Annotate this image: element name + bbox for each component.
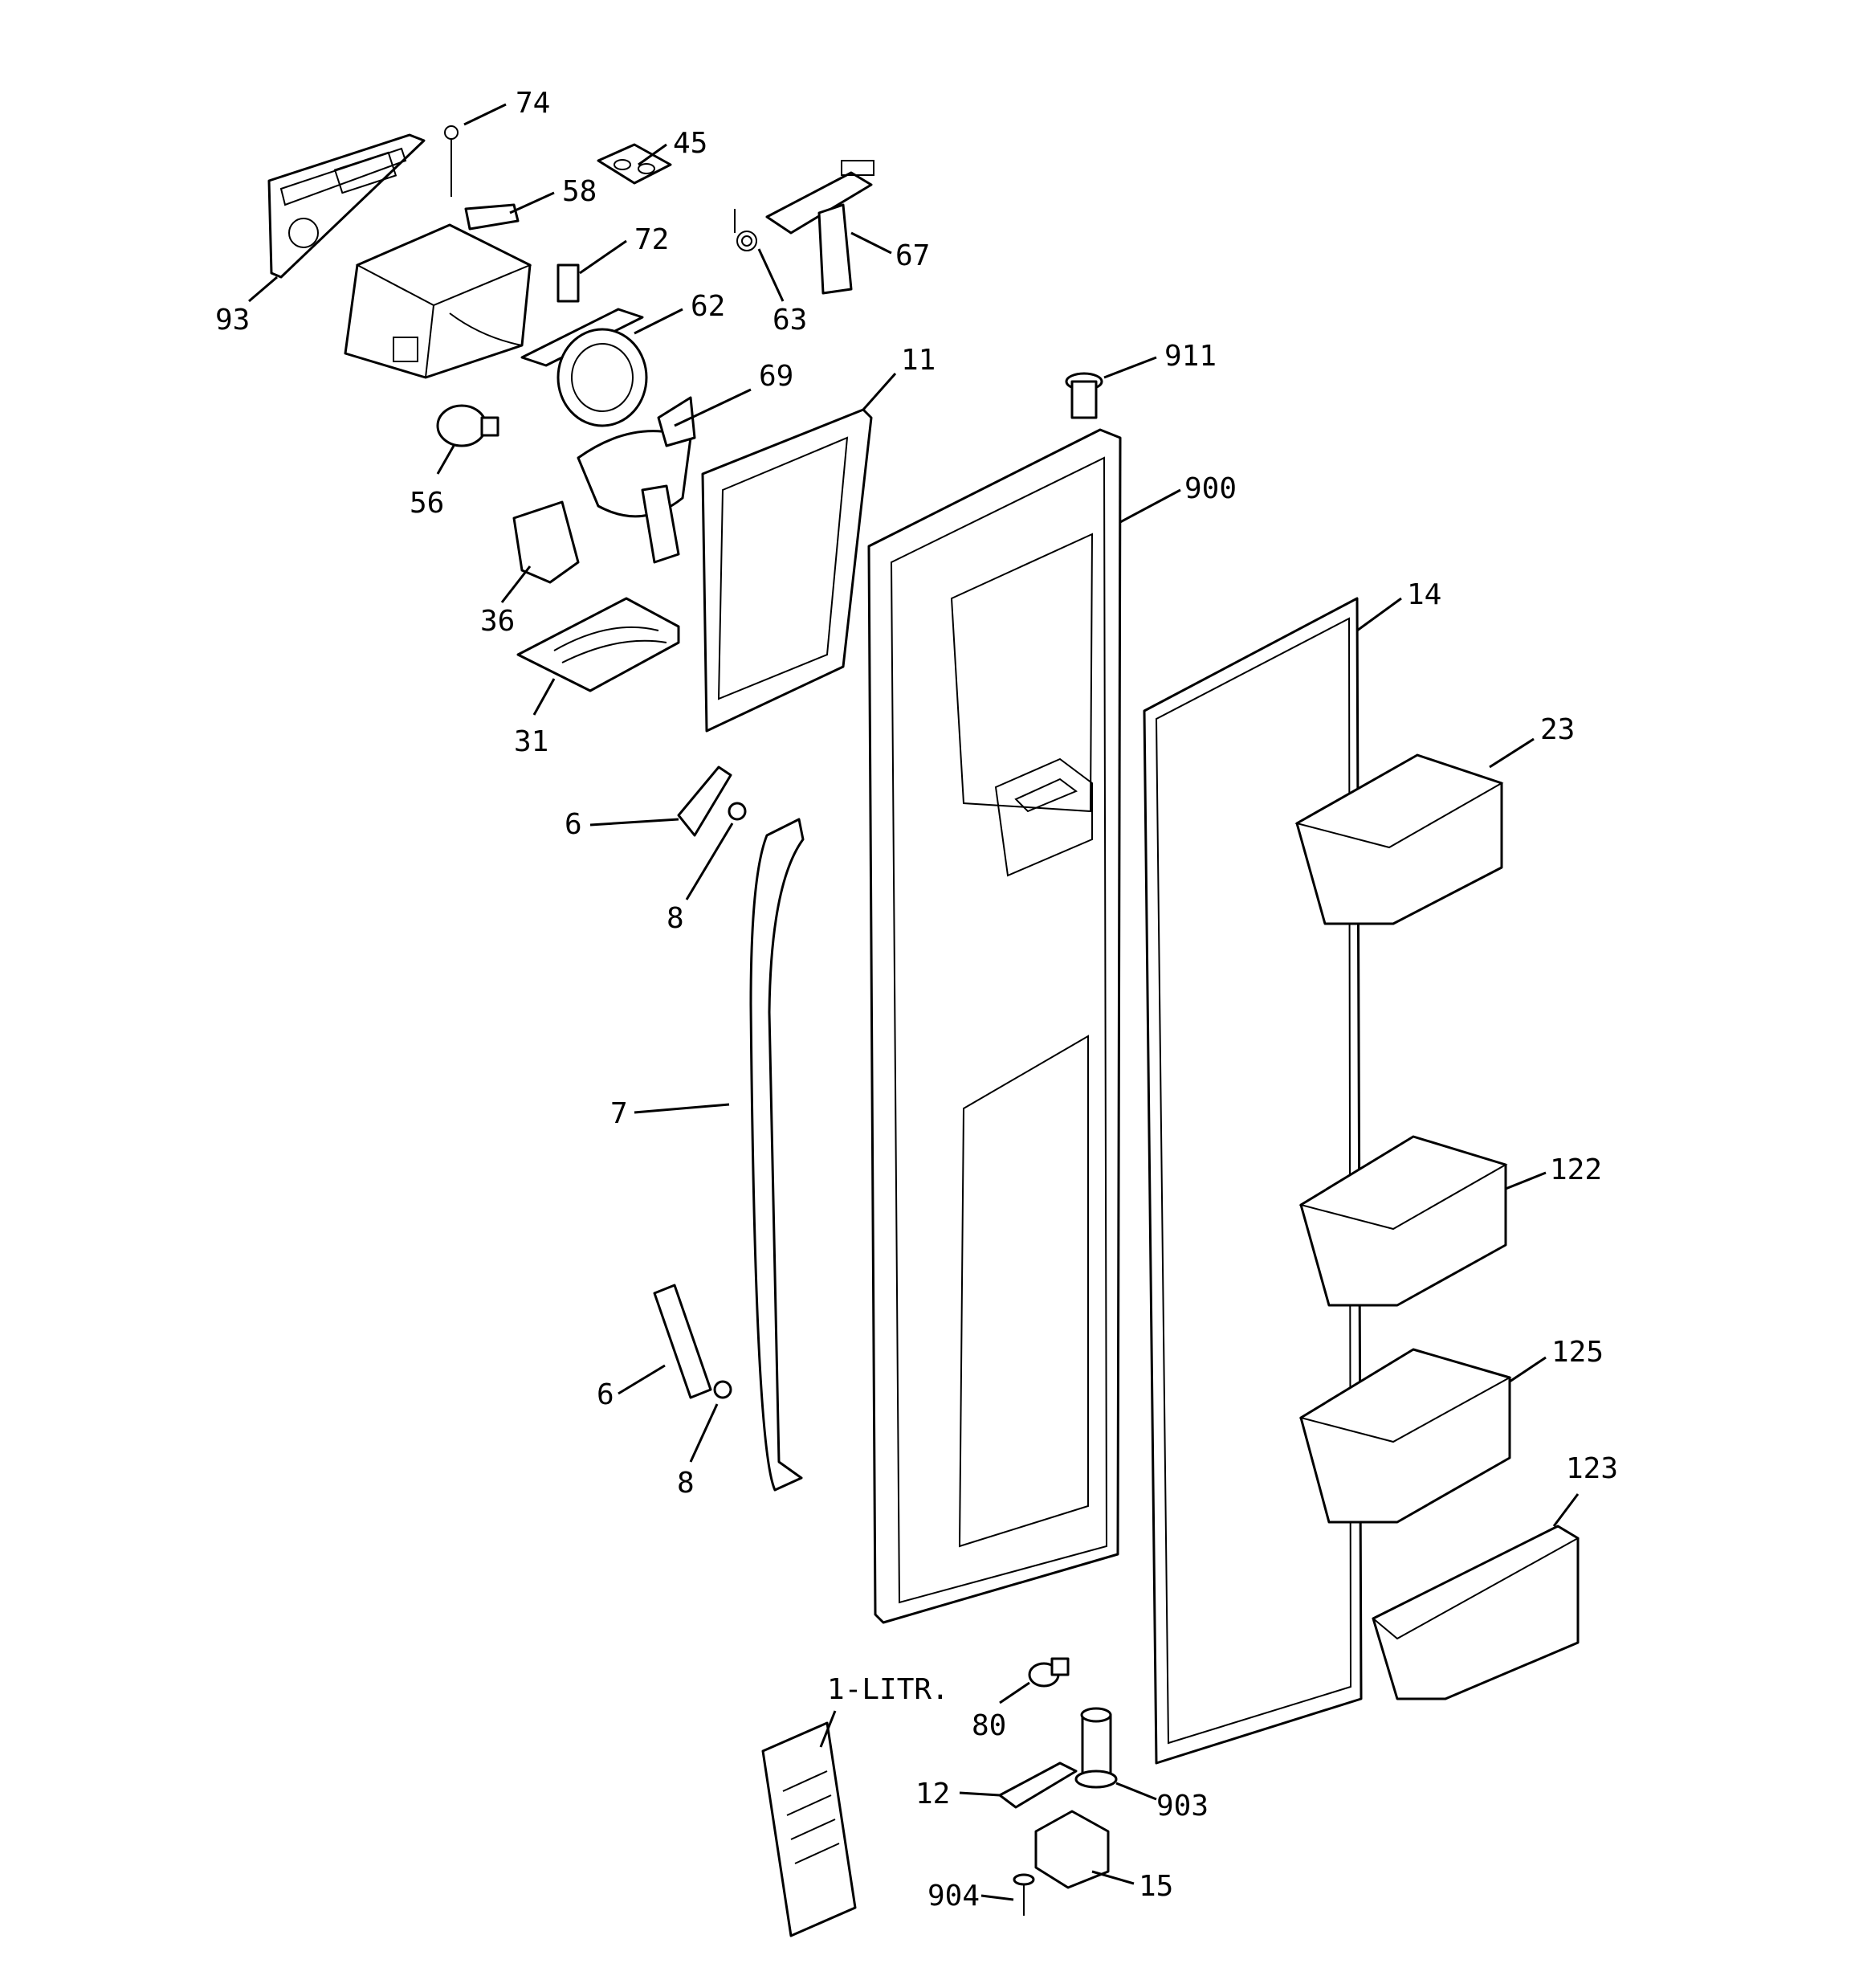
part-903-bushing	[1074, 1707, 1118, 1789]
part-80-hinge-pin	[1028, 1657, 1070, 1688]
callout-8b: 8	[677, 1467, 695, 1500]
leader-58	[509, 191, 555, 214]
leader-904	[980, 1894, 1014, 1901]
callout-11: 11	[901, 344, 936, 377]
leader-125	[1509, 1356, 1547, 1383]
part-7-handle	[749, 818, 805, 1492]
leader-69	[674, 388, 752, 427]
leader-123	[1552, 1493, 1580, 1527]
part-123-door-bin	[1372, 1525, 1580, 1700]
part-58-bracket	[464, 203, 520, 231]
leader-23	[1489, 737, 1535, 769]
callout-63: 63	[773, 304, 807, 337]
leader-36	[500, 565, 532, 603]
callout-904: 904	[927, 1880, 980, 1912]
callout-1litr: 1-LITR.	[827, 1673, 949, 1706]
leader-900	[1119, 488, 1181, 524]
part-8-screw-bottom	[713, 1380, 732, 1399]
leader-903	[1115, 1782, 1157, 1801]
part-12-hinge-plate	[998, 1761, 1078, 1809]
callout-6a: 6	[565, 808, 582, 841]
callout-903: 903	[1156, 1790, 1209, 1823]
part-11-dispenser-frame	[701, 408, 873, 733]
callout-62: 62	[691, 290, 725, 323]
callout-69: 69	[759, 360, 793, 393]
part-904-screw	[1013, 1873, 1035, 1916]
leader-72	[579, 239, 627, 275]
part-31-drip-tray	[516, 597, 680, 692]
leader-122	[1505, 1171, 1547, 1190]
callout-7: 7	[610, 1097, 628, 1130]
part-23-door-bin	[1294, 753, 1504, 925]
leader-1litr	[819, 1710, 837, 1748]
part-6-handle-cap-top	[677, 765, 732, 837]
part-125-door-bin	[1298, 1348, 1512, 1524]
callout-31: 31	[514, 725, 548, 758]
leader-911	[1103, 356, 1157, 379]
part-14-gasket	[1143, 597, 1363, 1765]
leader-8a	[685, 823, 734, 900]
callout-72: 72	[634, 223, 669, 256]
leader-93	[248, 276, 278, 303]
callout-74: 74	[516, 87, 550, 120]
leader-8b	[689, 1403, 719, 1463]
callout-14: 14	[1407, 578, 1441, 611]
leader-56	[436, 445, 455, 475]
callout-15: 15	[1139, 1870, 1173, 1903]
part-dispenser-housing	[344, 223, 532, 379]
callout-56: 56	[410, 487, 444, 520]
callout-911: 911	[1164, 340, 1217, 373]
part-8-screw-top	[728, 802, 747, 821]
leader-31	[532, 678, 556, 716]
part-6-handle-cap-bottom	[653, 1284, 712, 1399]
leader-62	[634, 308, 683, 335]
leader-15	[1091, 1870, 1135, 1885]
part-36-switch	[512, 500, 580, 584]
part-69-ice-chute	[577, 396, 696, 564]
leader-67	[850, 231, 892, 255]
callout-125: 125	[1551, 1336, 1604, 1369]
leader-12	[959, 1791, 1001, 1797]
callout-12: 12	[915, 1778, 950, 1810]
part-56-bulb	[436, 404, 499, 447]
leader-11	[862, 373, 897, 410]
part-900-door	[867, 428, 1122, 1624]
part-63-spring	[734, 209, 757, 251]
part-62-auger-ring	[520, 308, 648, 427]
callout-122: 122	[1550, 1153, 1602, 1186]
leader-7	[634, 1103, 730, 1114]
callout-8a: 8	[667, 902, 684, 935]
callout-900: 900	[1184, 472, 1237, 505]
callout-36: 36	[480, 605, 515, 638]
callout-58: 58	[562, 175, 597, 208]
part-911-bushing	[1065, 372, 1103, 419]
part-72-switch	[556, 263, 580, 303]
part-74-spring	[444, 125, 459, 197]
callout-45: 45	[673, 127, 707, 160]
callout-23: 23	[1540, 713, 1575, 746]
part-1-litr-literature	[761, 1721, 857, 1937]
part-67-actuator	[765, 160, 874, 295]
leader-80	[999, 1681, 1030, 1704]
leader-6b	[618, 1364, 666, 1395]
part-122-door-bin	[1298, 1135, 1508, 1307]
callout-93: 93	[215, 304, 250, 337]
leader-63	[757, 248, 785, 302]
part-45-bracket	[597, 143, 672, 185]
leader-74	[463, 103, 507, 126]
leader-6a	[589, 818, 679, 827]
leader-14	[1356, 597, 1402, 632]
part-93-control-panel	[267, 133, 426, 279]
callout-6b: 6	[597, 1378, 614, 1411]
callout-67: 67	[895, 239, 930, 272]
leader-45	[638, 143, 667, 166]
callout-80: 80	[972, 1709, 1006, 1742]
callout-123: 123	[1566, 1452, 1618, 1485]
part-15-hinge	[1034, 1810, 1110, 1889]
